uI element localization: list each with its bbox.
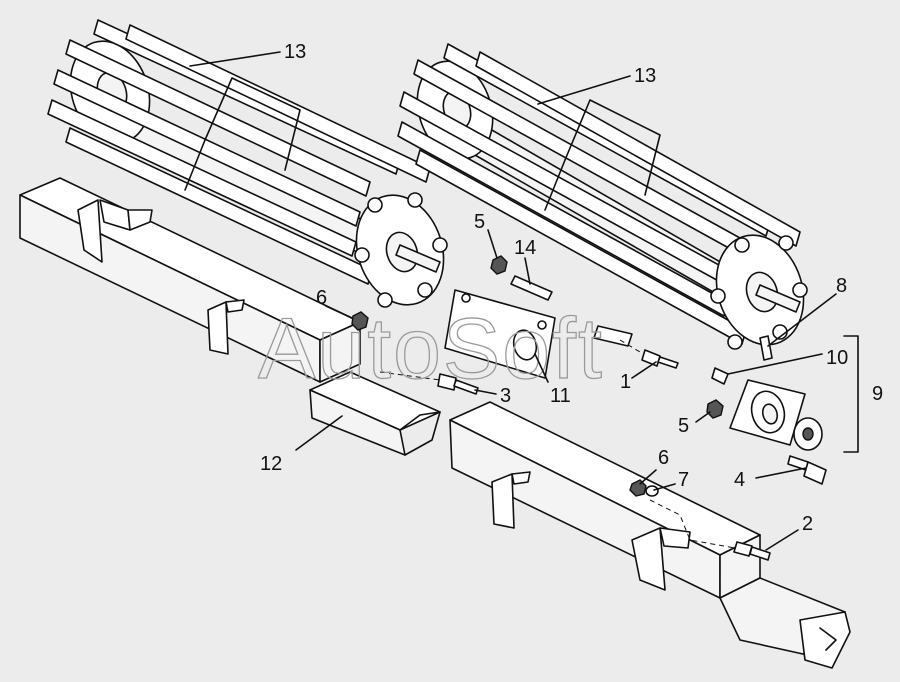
callout-8: 8 [836,275,847,297]
callout-5-upper: 5 [474,211,485,233]
roller-right [397,43,808,350]
roller-left [47,19,448,308]
callout-6-left: 6 [316,287,327,309]
callout-labels: 13 13 5 14 6 11 3 1 12 8 10 9 5 4 6 7 2 [260,41,883,535]
callout-3: 3 [500,385,511,407]
hardware-parts [351,255,827,561]
callout-11: 11 [550,385,571,407]
frame-beam [19,177,851,669]
callout-10: 10 [826,347,848,369]
callout-7: 7 [678,469,689,491]
callout-4: 4 [734,469,745,491]
watermark-text: AutoSoft [258,301,604,397]
callout-2: 2 [802,513,813,535]
callout-13-left: 13 [284,41,306,63]
callout-13-right: 13 [634,65,656,87]
leader-lines [189,51,859,551]
callout-9: 9 [872,383,883,405]
callout-14: 14 [514,237,536,259]
callout-6-lower: 6 [658,447,669,469]
callout-12: 12 [260,453,282,475]
callout-1: 1 [620,371,631,393]
callout-5-lower: 5 [678,415,689,437]
